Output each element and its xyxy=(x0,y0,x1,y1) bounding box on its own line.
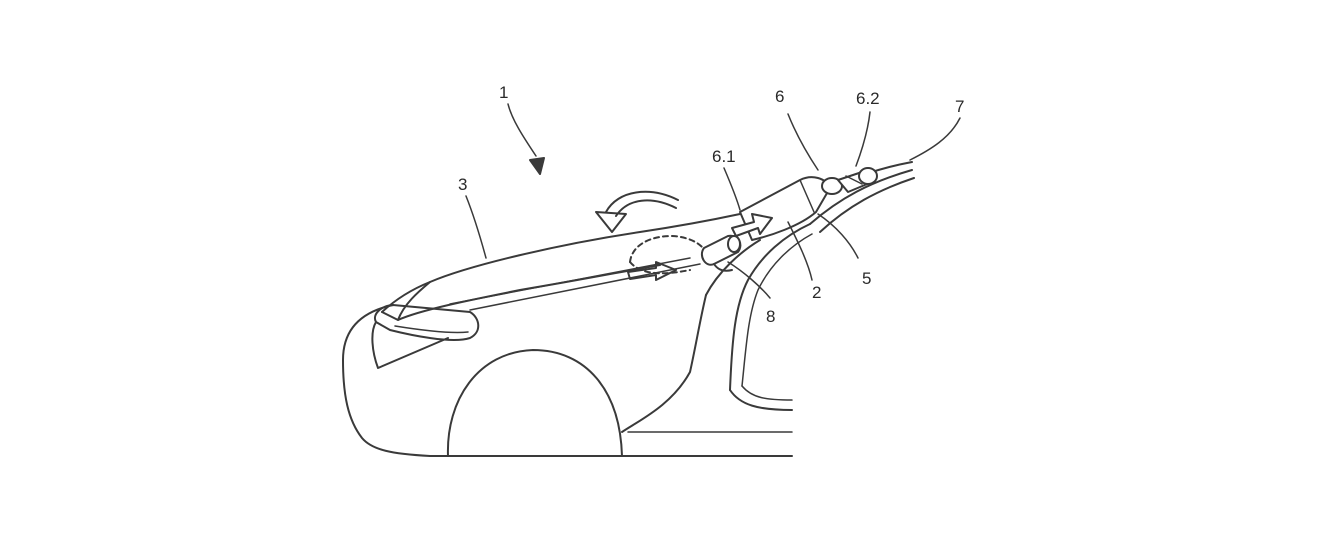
coupling-element xyxy=(821,167,878,195)
vehicle-body xyxy=(342,223,813,457)
label-1: 1 xyxy=(499,83,508,102)
label-6-1: 6.1 xyxy=(712,147,736,166)
label-7: 7 xyxy=(955,97,964,116)
label-6: 6 xyxy=(775,87,784,106)
label-3: 3 xyxy=(458,175,467,194)
label-2: 2 xyxy=(812,283,821,302)
label-8: 8 xyxy=(766,307,775,326)
reference-numerals: 1 3 6.1 6 6.2 7 2 5 8 xyxy=(458,83,964,326)
leader-lines xyxy=(465,103,961,299)
label-6-2: 6.2 xyxy=(856,89,880,108)
stowed-roof-outline xyxy=(627,235,709,281)
label-5: 5 xyxy=(862,269,871,288)
rotation-arrow xyxy=(595,190,679,233)
actuator-cylinder xyxy=(700,234,742,272)
actuator-arrow xyxy=(731,213,773,237)
roof-shell xyxy=(381,213,741,321)
